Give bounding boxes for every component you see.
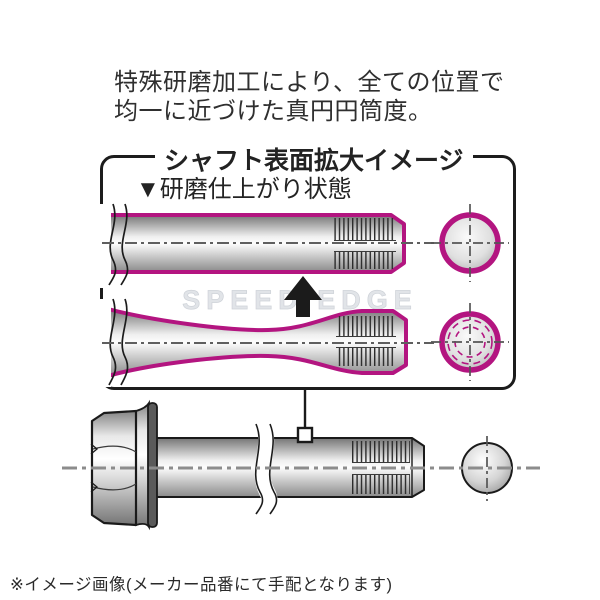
crosshair <box>431 303 509 381</box>
break-line <box>108 298 117 386</box>
roundness-tolerance-circle <box>447 319 493 365</box>
shaft-magnified-box: シャフト表面拡大イメージ ▼研磨仕上がり状態 <box>100 141 516 390</box>
thread-hatch <box>334 252 396 269</box>
hex-facet-line <box>92 445 137 453</box>
thread-boundary-lines <box>352 462 410 475</box>
headline: 特殊研磨加工により、全ての位置で 均一に近づけた真円円筒度。 <box>114 68 505 126</box>
section-fill <box>442 314 498 370</box>
thread-hatch <box>336 316 396 336</box>
footer-note: ※イメージ画像(メーカー品番にて手配となります) <box>10 576 393 594</box>
flange-trumpet <box>135 399 150 531</box>
cross-section-polished <box>431 204 509 282</box>
flange-rim <box>147 402 158 528</box>
thread-hatch <box>352 441 410 462</box>
break-line <box>108 203 117 286</box>
callout-marker <box>296 426 314 444</box>
break-line <box>255 423 264 515</box>
crosshair <box>431 204 509 282</box>
arrow-up-icon <box>284 276 322 317</box>
headline-line2: 均一に近づけた真円円筒度。 <box>114 98 433 125</box>
thread-hatch <box>336 348 396 366</box>
hex-facet-line <box>92 483 137 491</box>
break-gap <box>95 204 111 288</box>
headline-line1: 特殊研磨加工により、全ての位置で <box>114 69 505 96</box>
break-line <box>120 203 129 286</box>
break-gap <box>254 420 278 519</box>
thread-boundary-lines <box>334 240 396 252</box>
hex-corner-notches <box>90 443 99 493</box>
break-line <box>269 423 278 515</box>
polish-state-label: ▼研磨仕上がり状態 <box>136 176 352 203</box>
cross-section-unpolished <box>431 303 509 381</box>
bolt-illustration <box>62 399 540 531</box>
shaft-unpolished <box>95 298 434 387</box>
thread-hatch <box>334 218 396 240</box>
thread-hatch <box>352 475 410 494</box>
box-title: シャフト表面拡大イメージ <box>155 141 473 177</box>
section-fill <box>442 215 498 271</box>
break-line <box>120 298 129 386</box>
thread-boundary-lines <box>336 336 396 348</box>
shaft-polished <box>95 203 434 288</box>
